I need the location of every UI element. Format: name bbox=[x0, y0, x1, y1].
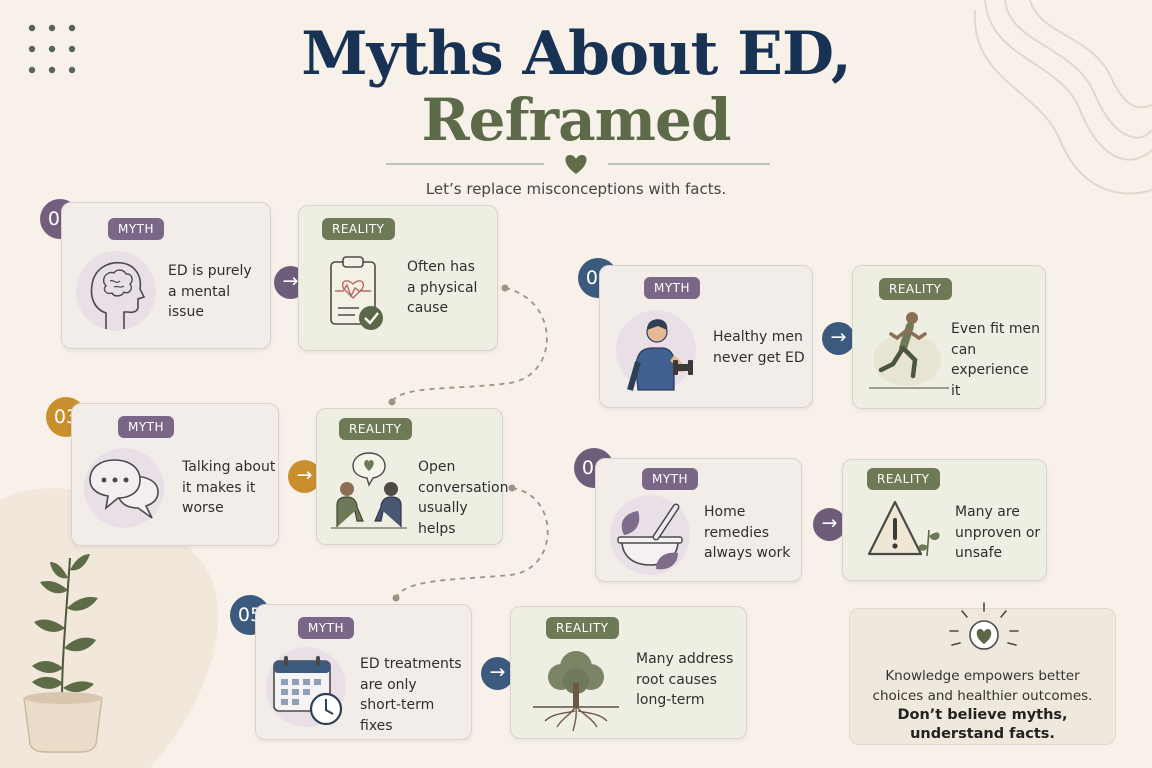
heart-badge-icon bbox=[949, 602, 1019, 650]
myth-label: MYTH bbox=[298, 617, 355, 639]
reality-card-04: REALITY Many are unproven or unsafe bbox=[842, 459, 1047, 581]
arrow-icon: → bbox=[813, 508, 846, 541]
tip-tagline: Don’t believe myths, understand facts. bbox=[897, 707, 1068, 742]
reality-card-05: REALITY Many address root causes long-te… bbox=[510, 606, 747, 739]
reality-card-01: REALITY Often has a physical cause bbox=[298, 205, 498, 351]
mortar-pestle-icon bbox=[617, 503, 683, 570]
page-title: Myths About ED, bbox=[301, 19, 852, 89]
heart-icon bbox=[565, 155, 587, 174]
reality-label: REALITY bbox=[546, 617, 619, 639]
clipboard-heartbeat-icon bbox=[330, 256, 383, 330]
tree-roots-icon bbox=[533, 651, 619, 732]
reality-card-03: REALITY Open conversation usually helps bbox=[316, 408, 508, 545]
myth-card-05: MYTH ED treatments are only short-term f… bbox=[255, 604, 472, 740]
warning-triangle-icon bbox=[867, 500, 940, 557]
reality-text: Many are unproven or unsafe bbox=[955, 504, 1041, 561]
myth-label: MYTH bbox=[118, 416, 175, 438]
arrow-icon: → bbox=[288, 460, 321, 493]
myth-card-02: MYTH Healthy men never get ED bbox=[599, 265, 813, 408]
myth-card-04: MYTH Home remedies always work bbox=[595, 458, 802, 582]
subtitle: Let’s replace misconceptions with facts. bbox=[425, 180, 727, 198]
calendar-clock-icon bbox=[273, 656, 343, 726]
myth-text: Home remedies always work bbox=[704, 504, 791, 561]
myth-card-01: MYTH ED is purely a mental issue bbox=[61, 202, 271, 349]
arrow-icon: → bbox=[822, 322, 855, 355]
myth-text: Healthy men never get ED bbox=[713, 329, 805, 366]
myth-text: ED treatments are only short-term fixes bbox=[360, 656, 462, 734]
myth-card-03: MYTH Talking about it makes it worse bbox=[71, 403, 279, 546]
myth-label: MYTH bbox=[644, 277, 701, 299]
reality-label: REALITY bbox=[867, 468, 940, 490]
reality-label: REALITY bbox=[322, 218, 395, 240]
reality-text: Often has a physical cause bbox=[407, 259, 478, 316]
reality-text: Open conversation usually helps bbox=[418, 459, 509, 537]
man-dumbbell-icon bbox=[627, 319, 693, 391]
reality-label: REALITY bbox=[879, 278, 952, 300]
speech-bubbles-icon bbox=[89, 459, 159, 519]
tip-message: Knowledge empowers better choices and he… bbox=[872, 668, 1093, 704]
potted-plant-icon bbox=[23, 554, 103, 753]
myth-text: ED is purely a mental issue bbox=[168, 263, 252, 320]
myth-label: MYTH bbox=[642, 468, 699, 490]
brain-head-icon bbox=[90, 261, 146, 329]
dot-grid-icon bbox=[28, 24, 76, 74]
conversation-people-icon bbox=[331, 452, 407, 529]
reality-text: Even fit men can experience it bbox=[951, 321, 1040, 399]
reality-label: REALITY bbox=[339, 418, 412, 440]
reality-text: Many address root causes long-term bbox=[636, 651, 734, 708]
reality-card-02: REALITY Even fit men can experience it bbox=[852, 265, 1046, 409]
myth-label: MYTH bbox=[108, 218, 165, 240]
runner-icon bbox=[869, 312, 949, 389]
title-divider bbox=[386, 155, 770, 174]
knowledge-tip-card: Knowledge empowers better choices and he… bbox=[849, 602, 1116, 745]
arrow-icon: → bbox=[481, 657, 514, 690]
myth-text: Talking about it makes it worse bbox=[182, 459, 276, 516]
page-title-accent: Reframed bbox=[421, 86, 731, 154]
